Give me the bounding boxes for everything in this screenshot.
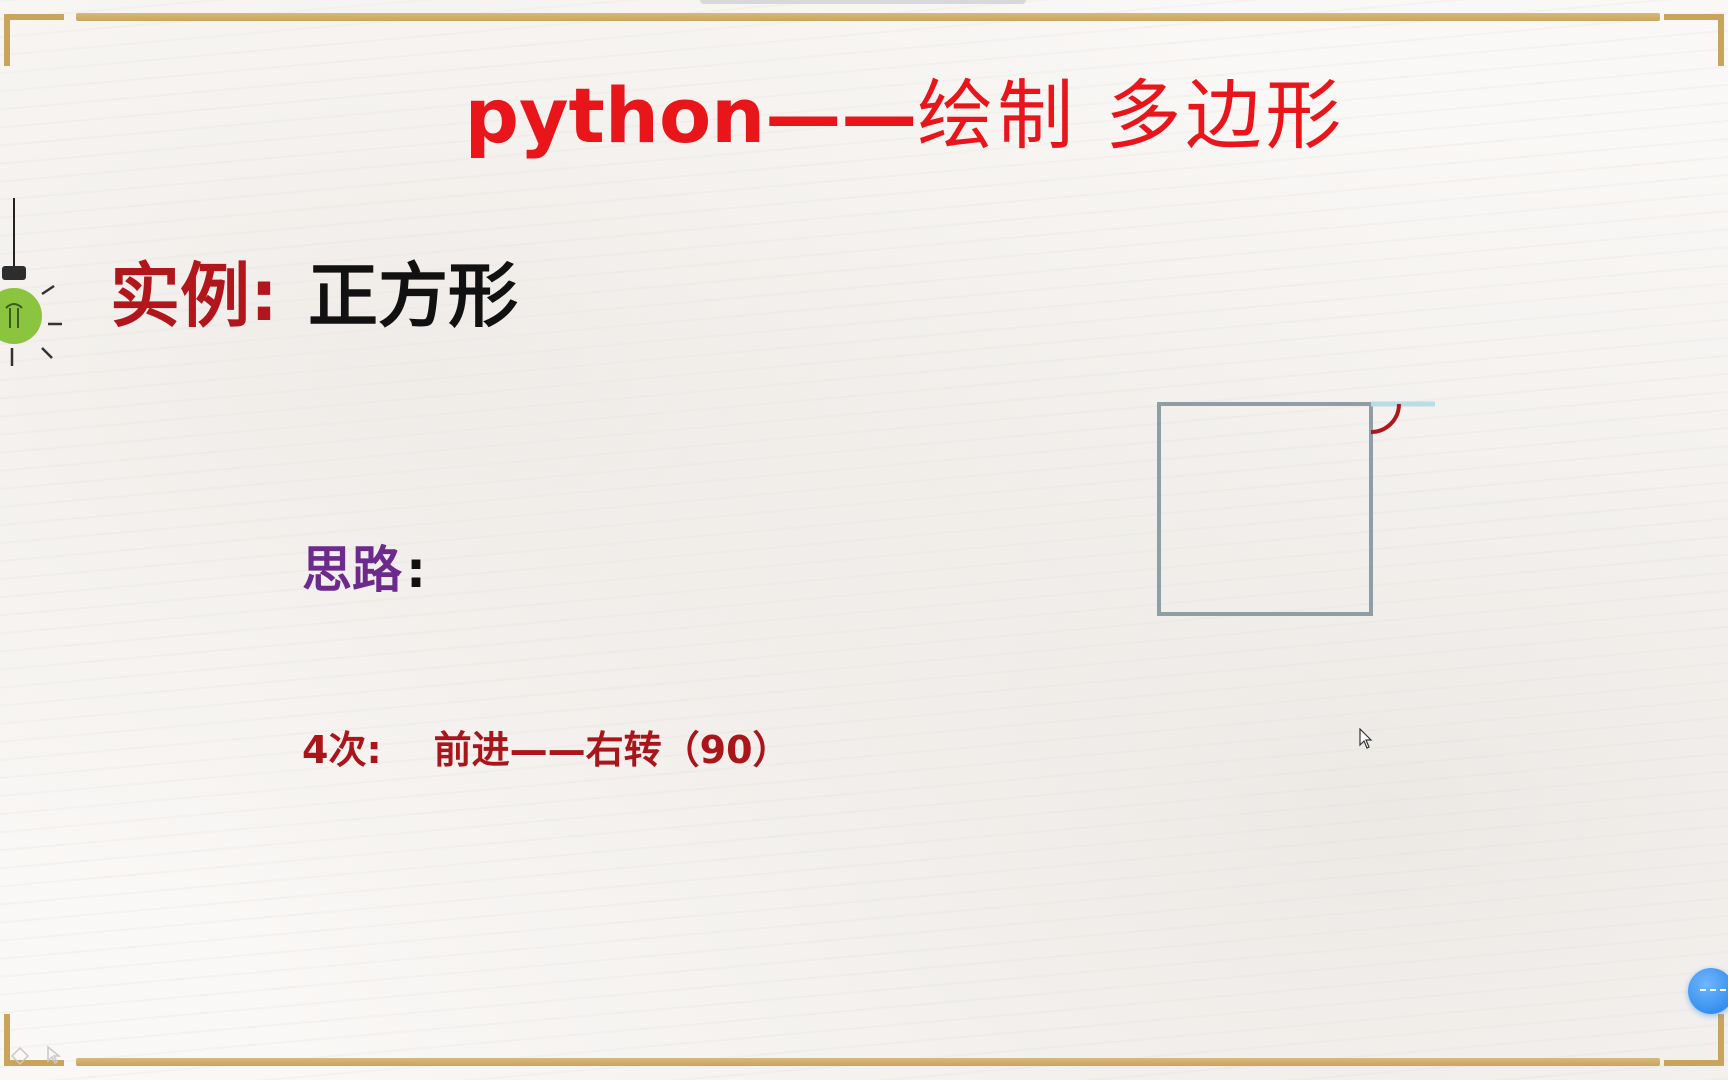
square-shape [1157, 402, 1373, 616]
frame-corner-top-left [4, 14, 64, 66]
frame-corner-top-right [1664, 14, 1724, 66]
steps-action: 前进——右转（90） [433, 728, 791, 772]
top-window-tab [700, 0, 1026, 4]
approach-label: 思路 [302, 541, 402, 599]
turn-angle-arc [1370, 403, 1401, 434]
title-chinese: 绘制 多边形 [917, 71, 1346, 160]
title-dash: —— [765, 71, 918, 160]
frame-bottom-border [76, 1058, 1660, 1066]
steps-count: 4次: [302, 728, 382, 772]
bottom-left-toolbar-icons [10, 1045, 62, 1066]
slide-title: python——绘制 多边形 [440, 66, 1370, 166]
frame-top-border [76, 13, 1660, 21]
frame-corner-bottom-left [4, 1014, 64, 1066]
lightbulb-icon [0, 198, 62, 366]
floating-action-button[interactable] [1688, 968, 1728, 1014]
title-latin: python [464, 71, 766, 160]
pointer-icon [47, 1045, 62, 1065]
turtle-square-drawing [1157, 401, 1435, 616]
example-value: 正方形 [308, 255, 518, 337]
frame-corner-bottom-right [1664, 1014, 1724, 1066]
floating-action-icon [1700, 989, 1726, 991]
example-label: 实例: [110, 255, 278, 337]
approach-colon: : [406, 541, 426, 599]
mouse-pointer-icon [1359, 728, 1373, 749]
example-heading: 实例: 正方形 [110, 248, 518, 344]
approach-heading: 思路: [302, 530, 426, 610]
diamond-icon [10, 1046, 30, 1066]
steps-line: 4次: 前进——右转（90） [302, 722, 791, 778]
